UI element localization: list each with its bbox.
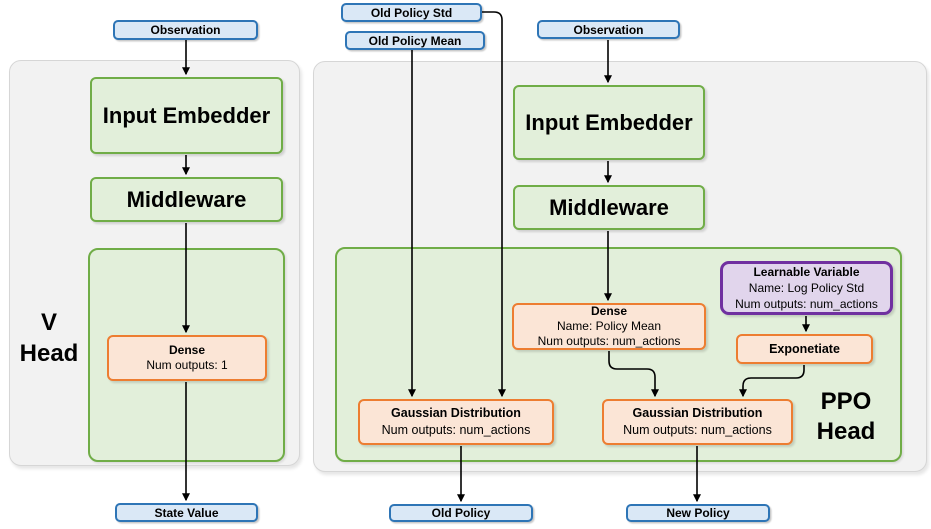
new-policy-node: New Policy <box>626 504 770 522</box>
exponetiate-label: Exponetiate <box>769 341 840 356</box>
old-policy-mean-node: Old Policy Mean <box>345 31 485 50</box>
observation-label-ppo: Observation <box>573 22 644 37</box>
observation-node-v: Observation <box>113 20 258 40</box>
dense-title-ppo: Dense <box>590 304 628 318</box>
gaussian-distribution-new-node: Gaussian Distribution Num outputs: num_a… <box>602 399 793 445</box>
exponetiate-node: Exponetiate <box>736 334 873 364</box>
old-policy-std-node: Old Policy Std <box>341 3 482 22</box>
dense-title-v: Dense <box>168 343 206 357</box>
dense-node-v: Dense Num outputs: 1 <box>107 335 267 381</box>
observation-node-ppo: Observation <box>537 20 680 39</box>
gaussian-new-title: Gaussian Distribution <box>632 406 763 420</box>
state-value-label: State Value <box>154 505 219 520</box>
observation-label-v: Observation <box>150 23 221 37</box>
ppo-head-label-line2: Head <box>816 418 876 445</box>
dense-outputs-ppo: Num outputs: num_actions <box>537 334 681 348</box>
middleware-label-v: Middleware <box>126 186 247 212</box>
input-embedder-label-v: Input Embedder <box>102 102 271 128</box>
ppo-head-label-line1: PPO <box>820 388 872 415</box>
learnable-name: Name: Log Policy Std <box>748 281 865 295</box>
middleware-node-ppo: Middleware <box>513 185 705 230</box>
dense-outputs-v: Num outputs: 1 <box>146 358 228 372</box>
state-value-node: State Value <box>115 503 258 522</box>
input-embedder-label-ppo: Input Embedder <box>525 109 693 135</box>
dense-name-ppo: Name: Policy Mean <box>556 319 662 333</box>
v-head-label-line1: V <box>40 309 57 336</box>
gaussian-distribution-old-node: Gaussian Distribution Num outputs: num_a… <box>358 399 554 445</box>
input-embedder-node-ppo: Input Embedder <box>513 85 705 160</box>
v-head-label: V Head <box>10 307 88 369</box>
learnable-title: Learnable Variable <box>753 265 860 279</box>
learnable-variable-node: Learnable Variable Name: Log Policy Std … <box>720 261 893 315</box>
middleware-label-ppo: Middleware <box>549 194 669 220</box>
dense-policy-mean-node: Dense Name: Policy Mean Num outputs: num… <box>512 303 706 350</box>
ppo-head-label: PPO Head <box>798 387 894 447</box>
gaussian-new-outputs: Num outputs: num_actions <box>623 423 772 437</box>
gaussian-old-outputs: Num outputs: num_actions <box>381 423 531 437</box>
new-policy-label: New Policy <box>666 506 730 520</box>
middleware-node-v: Middleware <box>90 177 283 222</box>
v-head-label-line2: Head <box>19 340 79 367</box>
old-policy-node: Old Policy <box>389 504 533 522</box>
gaussian-old-title: Gaussian Distribution <box>391 406 521 420</box>
input-embedder-node-v: Input Embedder <box>90 77 283 154</box>
old-policy-std-label: Old Policy Std <box>370 5 453 20</box>
learnable-outputs: Num outputs: num_actions <box>735 297 878 311</box>
old-policy-label: Old Policy <box>431 506 491 520</box>
old-policy-mean-label: Old Policy Mean <box>368 33 462 48</box>
